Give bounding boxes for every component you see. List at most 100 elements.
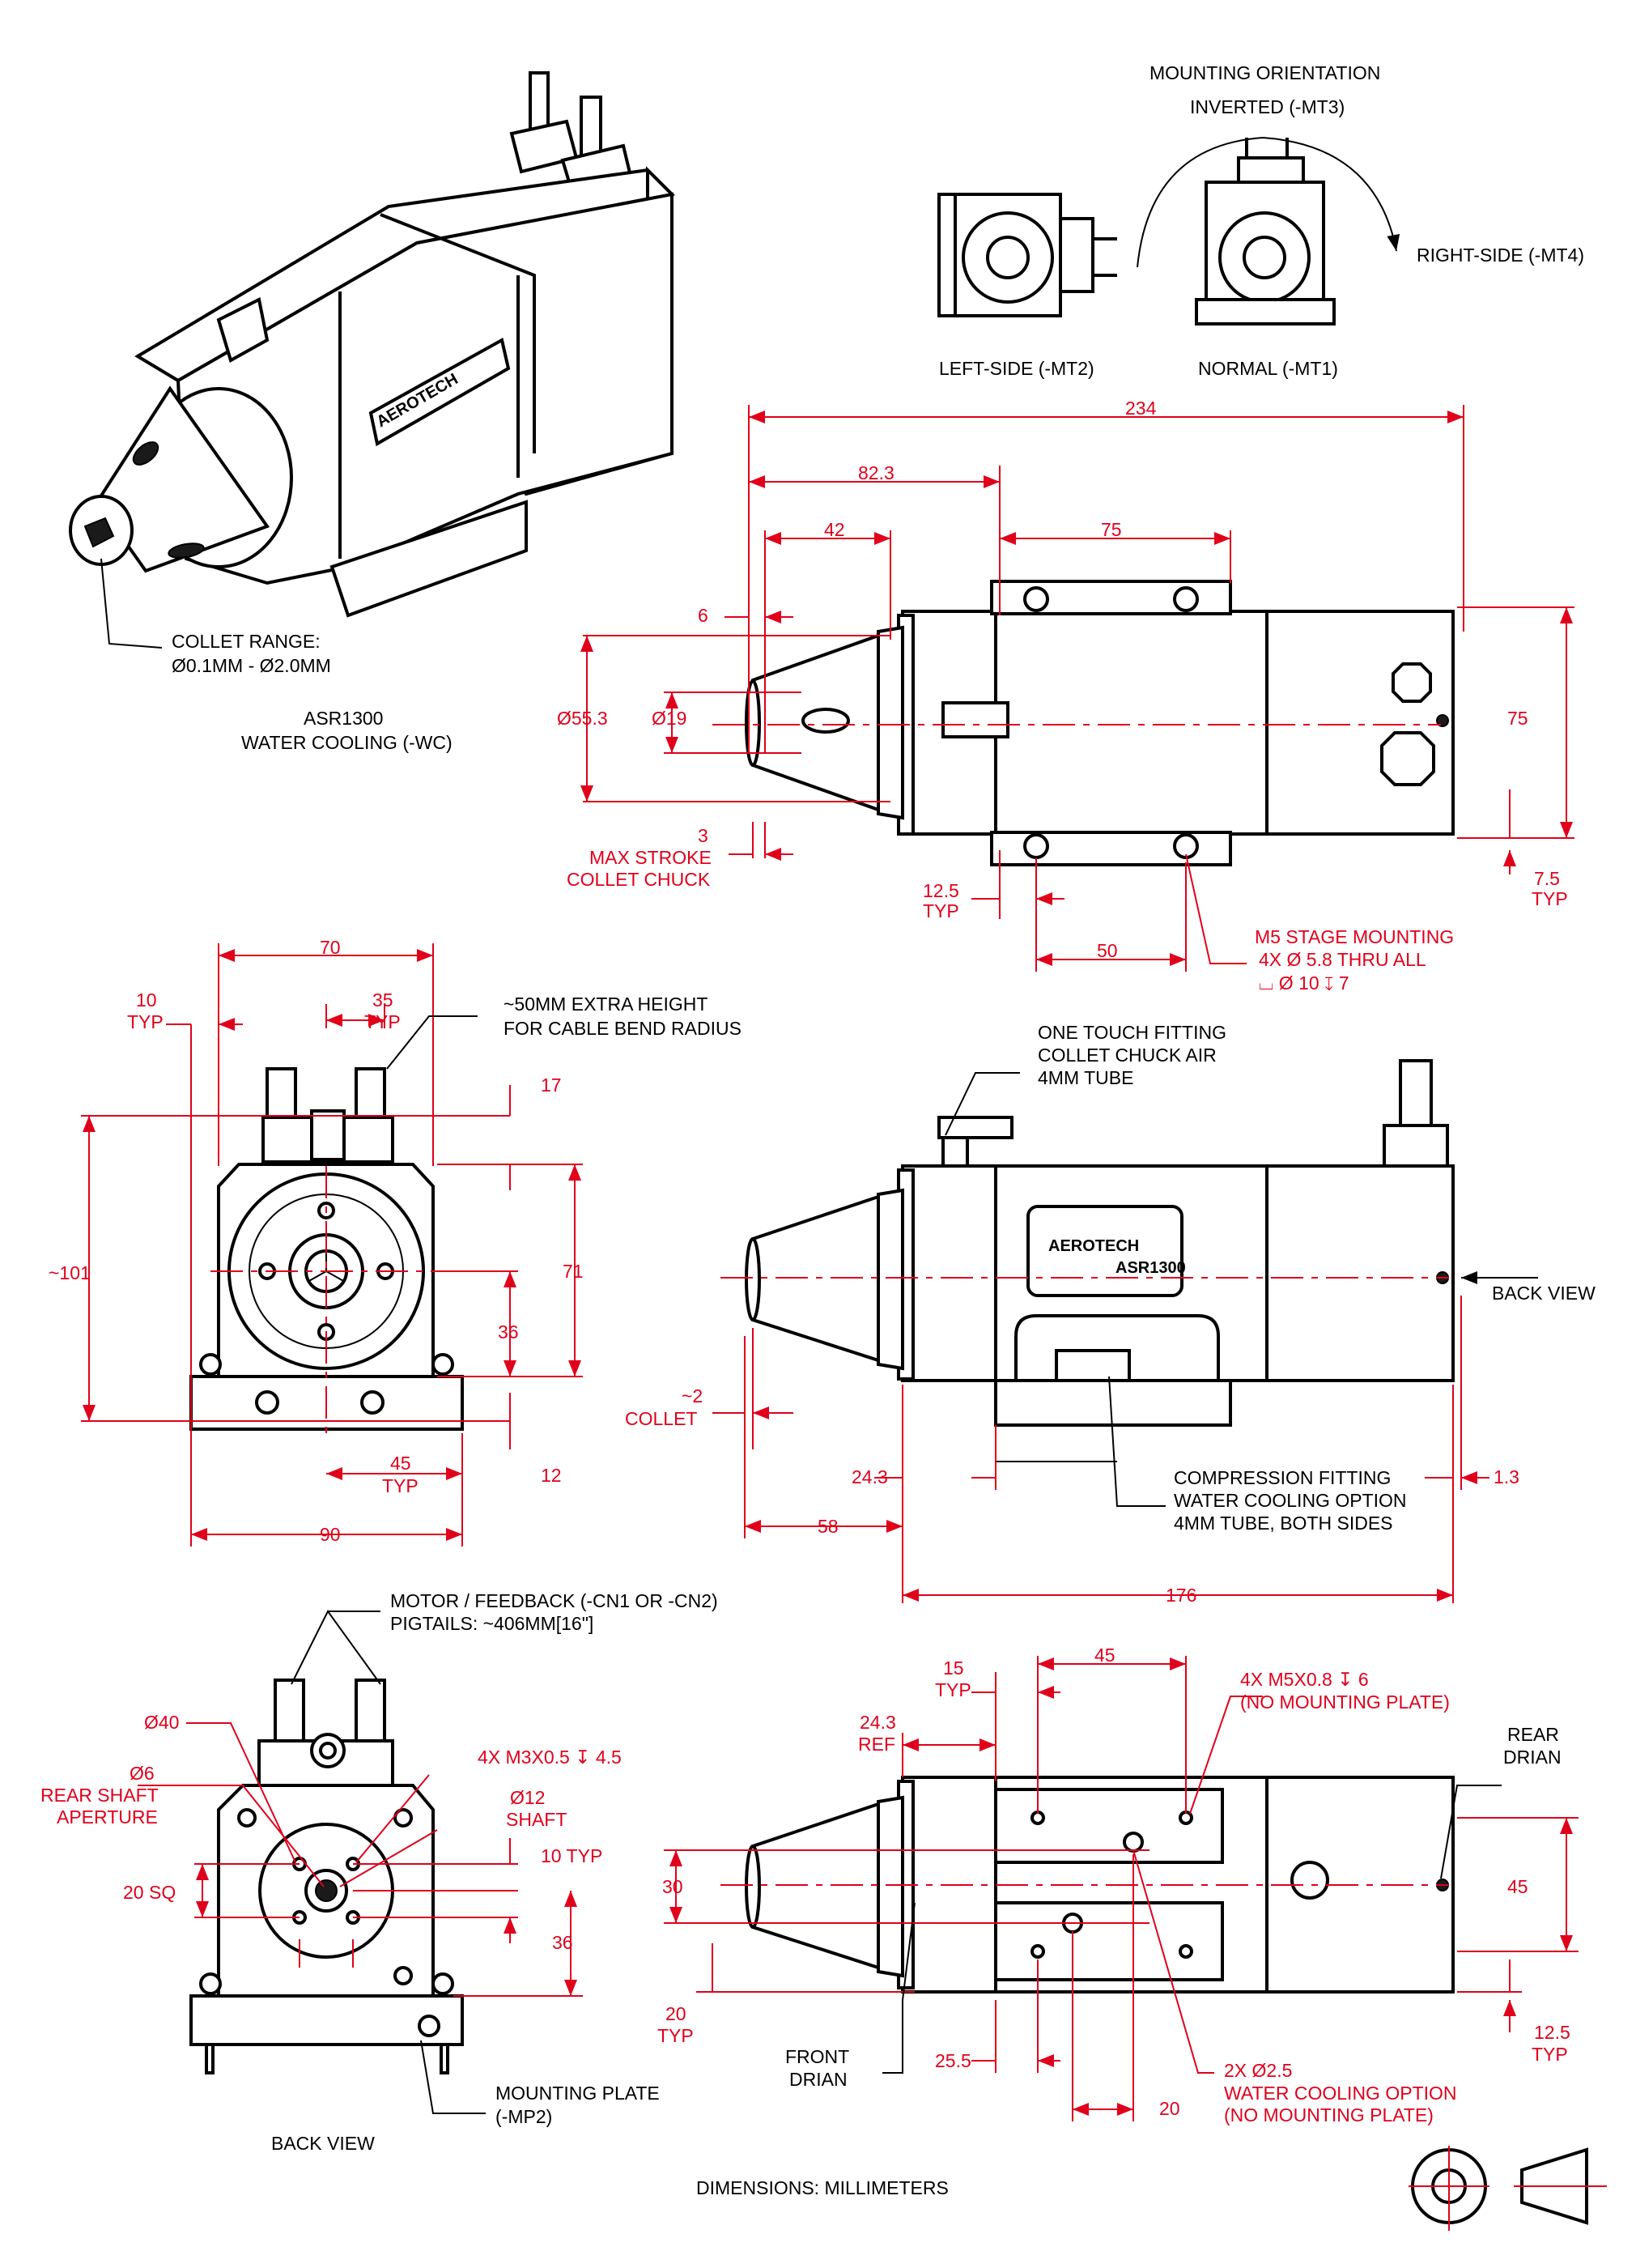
back-mounting-plate: MOUNTING PLATE bbox=[495, 2083, 660, 2104]
top-dim-42: 42 bbox=[824, 519, 845, 540]
bottom-typ-20: TYP bbox=[657, 2025, 694, 2046]
side-comp-3: 4MM TUBE, BOTH SIDES bbox=[1174, 1513, 1393, 1534]
bottom-dim-25-5: 25.5 bbox=[935, 2050, 971, 2071]
orientation-inverted: INVERTED (-MT3) bbox=[1190, 96, 1345, 117]
orientation-title: MOUNTING ORIENTATION bbox=[1149, 62, 1380, 83]
back-mp2: (-MP2) bbox=[495, 2106, 552, 2127]
back-dim-dia-40: Ø40 bbox=[144, 1712, 179, 1733]
units-note: DIMENSIONS: MILLIMETERS bbox=[696, 2177, 949, 2198]
front-dim-36: 36 bbox=[498, 1321, 519, 1343]
back-shaft: SHAFT bbox=[506, 1809, 567, 1830]
back-dim-36: 36 bbox=[552, 1932, 573, 1953]
side-dim-2: ~2 bbox=[682, 1385, 703, 1406]
top-collet-chuck: COLLET CHUCK bbox=[567, 869, 711, 890]
back-view bbox=[138, 1610, 583, 2114]
orientation-right-side: RIGHT-SIDE (-MT4) bbox=[1417, 245, 1584, 266]
orientation-diagram: MOUNTING ORIENTATION INVERTED (-MT3) LEF… bbox=[937, 62, 1584, 379]
side-dim-1-3: 1.3 bbox=[1494, 1466, 1519, 1487]
bottom-wc-1: 2X Ø2.5 bbox=[1224, 2060, 1292, 2081]
front-dim-45: 45 bbox=[390, 1453, 411, 1474]
top-dim-75-height: 75 bbox=[1507, 708, 1528, 729]
back-dim-20-sq: 20 SQ bbox=[123, 1882, 176, 1903]
back-dim-10-typ: 10 TYP bbox=[541, 1845, 602, 1866]
side-back-view: BACK VIEW bbox=[1492, 1283, 1596, 1304]
side-logo-model: ASR1300 bbox=[1115, 1259, 1186, 1277]
back-dim-dia-12: Ø12 bbox=[510, 1787, 545, 1808]
bottom-dim-12-5: 12.5 bbox=[1534, 2022, 1570, 2043]
bottom-rear-2: DRIAN bbox=[1503, 1747, 1562, 1768]
back-motor-2: PIGTAILS: ~406MM[16"] bbox=[390, 1613, 593, 1634]
side-fitting-2: COLLET CHUCK AIR bbox=[1038, 1045, 1217, 1066]
top-typ-12-5: TYP bbox=[923, 900, 959, 921]
front-dim-101: ~101 bbox=[49, 1262, 91, 1283]
top-dim-12-5: 12.5 bbox=[923, 880, 959, 901]
side-dim-58: 58 bbox=[818, 1516, 839, 1537]
bottom-typ-12-5: TYP bbox=[1532, 2044, 1568, 2065]
bottom-dim-20-b: 20 bbox=[1159, 2098, 1180, 2119]
front-dim-17: 17 bbox=[541, 1074, 562, 1096]
top-dim-dia-19: Ø19 bbox=[652, 708, 686, 729]
bottom-dim-20: 20 bbox=[665, 2003, 686, 2024]
bottom-ref: REF bbox=[858, 1734, 895, 1755]
top-m5-thru: 4X Ø 5.8 THRU ALL bbox=[1259, 949, 1426, 970]
bottom-front-1: FRONT bbox=[785, 2046, 849, 2067]
top-dim-7-5: 7.5 bbox=[1534, 868, 1560, 889]
top-dim-dia-55-3: Ø55.3 bbox=[557, 708, 608, 729]
front-dim-90: 90 bbox=[320, 1524, 341, 1545]
bottom-typ-15: TYP bbox=[935, 1679, 971, 1700]
bottom-dim-45-v: 45 bbox=[1507, 1876, 1528, 1897]
projection-symbol bbox=[1409, 2146, 1607, 2231]
top-dim-3: 3 bbox=[698, 825, 708, 846]
front-extra-height: ~50MM EXTRA HEIGHT bbox=[504, 994, 708, 1015]
front-dim-10: 10 bbox=[136, 989, 157, 1011]
front-dim-12: 12 bbox=[541, 1465, 562, 1486]
top-dim-6: 6 bbox=[698, 605, 708, 626]
front-dim-71: 71 bbox=[563, 1261, 584, 1282]
bottom-m5-holes: 4X M5X0.8 ↧ 6 bbox=[1240, 1669, 1369, 1690]
orientation-left-side: LEFT-SIDE (-MT2) bbox=[939, 358, 1094, 379]
front-typ-45: TYP bbox=[382, 1475, 419, 1496]
side-fitting-1: ONE TOUCH FITTING bbox=[1038, 1022, 1226, 1043]
bottom-no-plate: (NO MOUNTING PLATE) bbox=[1240, 1691, 1450, 1713]
side-view: AEROTECH ASR1300 bbox=[712, 1059, 1538, 1603]
iso-collet-range-label: COLLET RANGE: bbox=[172, 631, 321, 652]
front-dim-70: 70 bbox=[320, 937, 341, 958]
front-dim-35: 35 bbox=[372, 989, 393, 1011]
top-m5-stage-mounting: M5 STAGE MOUNTING bbox=[1255, 926, 1454, 947]
iso-collet-range-value: Ø0.1MM - Ø2.0MM bbox=[172, 655, 331, 676]
back-m3-holes: 4X M3X0.5 ↧ 4.5 bbox=[478, 1747, 622, 1768]
bottom-wc-3: (NO MOUNTING PLATE) bbox=[1224, 2104, 1434, 2125]
bottom-front-2: DRIAN bbox=[789, 2069, 848, 2090]
side-fitting-3: 4MM TUBE bbox=[1038, 1067, 1133, 1088]
top-dim-234: 234 bbox=[1125, 398, 1157, 419]
bottom-dim-24-3: 24.3 bbox=[860, 1712, 896, 1733]
orientation-normal: NORMAL (-MT1) bbox=[1198, 358, 1338, 379]
top-typ-7-5: TYP bbox=[1532, 888, 1568, 909]
isometric-view: AEROTECH bbox=[69, 71, 676, 649]
iso-option: WATER COOLING (-WC) bbox=[241, 732, 453, 753]
top-dim-50: 50 bbox=[1097, 940, 1118, 961]
top-dim-75-width: 75 bbox=[1101, 519, 1122, 540]
bottom-dim-15: 15 bbox=[943, 1657, 964, 1679]
back-rear-shaft: REAR SHAFT bbox=[40, 1785, 159, 1806]
front-cable-bend: FOR CABLE BEND RADIUS bbox=[504, 1018, 742, 1039]
back-motor-1: MOTOR / FEEDBACK (-CN1 OR -CN2) bbox=[390, 1590, 718, 1611]
bottom-rear-1: REAR bbox=[1507, 1724, 1559, 1745]
side-comp-1: COMPRESSION FITTING bbox=[1174, 1467, 1391, 1488]
top-m5-cbore: ⌴ Ø 10 ↧ 7 bbox=[1259, 972, 1349, 994]
side-dim-24-3: 24.3 bbox=[852, 1466, 888, 1487]
top-max-stroke: MAX STROKE bbox=[589, 847, 712, 868]
side-logo-brand: AEROTECH bbox=[1048, 1237, 1139, 1255]
top-view bbox=[580, 405, 1574, 972]
top-dim-82-3: 82.3 bbox=[858, 462, 894, 483]
bottom-view bbox=[664, 1656, 1579, 2121]
back-dim-dia-6: Ø6 bbox=[130, 1763, 155, 1784]
side-dim-176: 176 bbox=[1166, 1585, 1196, 1606]
back-view-caption: BACK VIEW bbox=[271, 2133, 375, 2154]
back-aperture: APERTURE bbox=[57, 1806, 158, 1828]
front-view bbox=[81, 943, 583, 1547]
bottom-dim-30: 30 bbox=[662, 1876, 683, 1897]
side-collet: COLLET bbox=[625, 1408, 697, 1429]
